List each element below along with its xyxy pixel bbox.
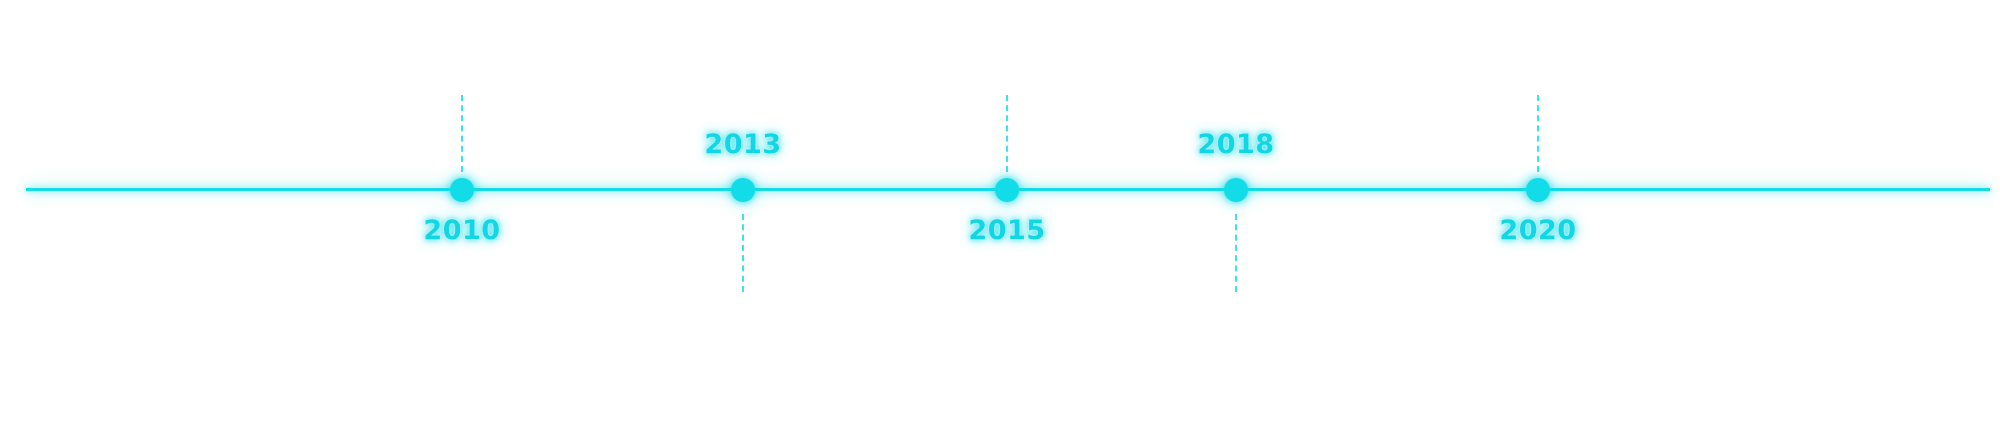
timeline-connector — [742, 214, 744, 292]
timeline-connector — [461, 95, 463, 172]
timeline-marker — [1526, 178, 1550, 202]
year-label: 2010 — [423, 215, 501, 246]
timeline-marker — [995, 178, 1019, 202]
timeline-marker — [731, 178, 755, 202]
year-label: 2018 — [1197, 129, 1275, 160]
timeline-connector — [1537, 95, 1539, 172]
timeline-marker — [450, 178, 474, 202]
timeline-connector — [1006, 95, 1008, 172]
year-label: 2020 — [1499, 215, 1577, 246]
year-label: 2015 — [968, 215, 1046, 246]
timeline-marker — [1224, 178, 1248, 202]
timeline-connector — [1235, 214, 1237, 292]
year-label: 2013 — [704, 129, 782, 160]
